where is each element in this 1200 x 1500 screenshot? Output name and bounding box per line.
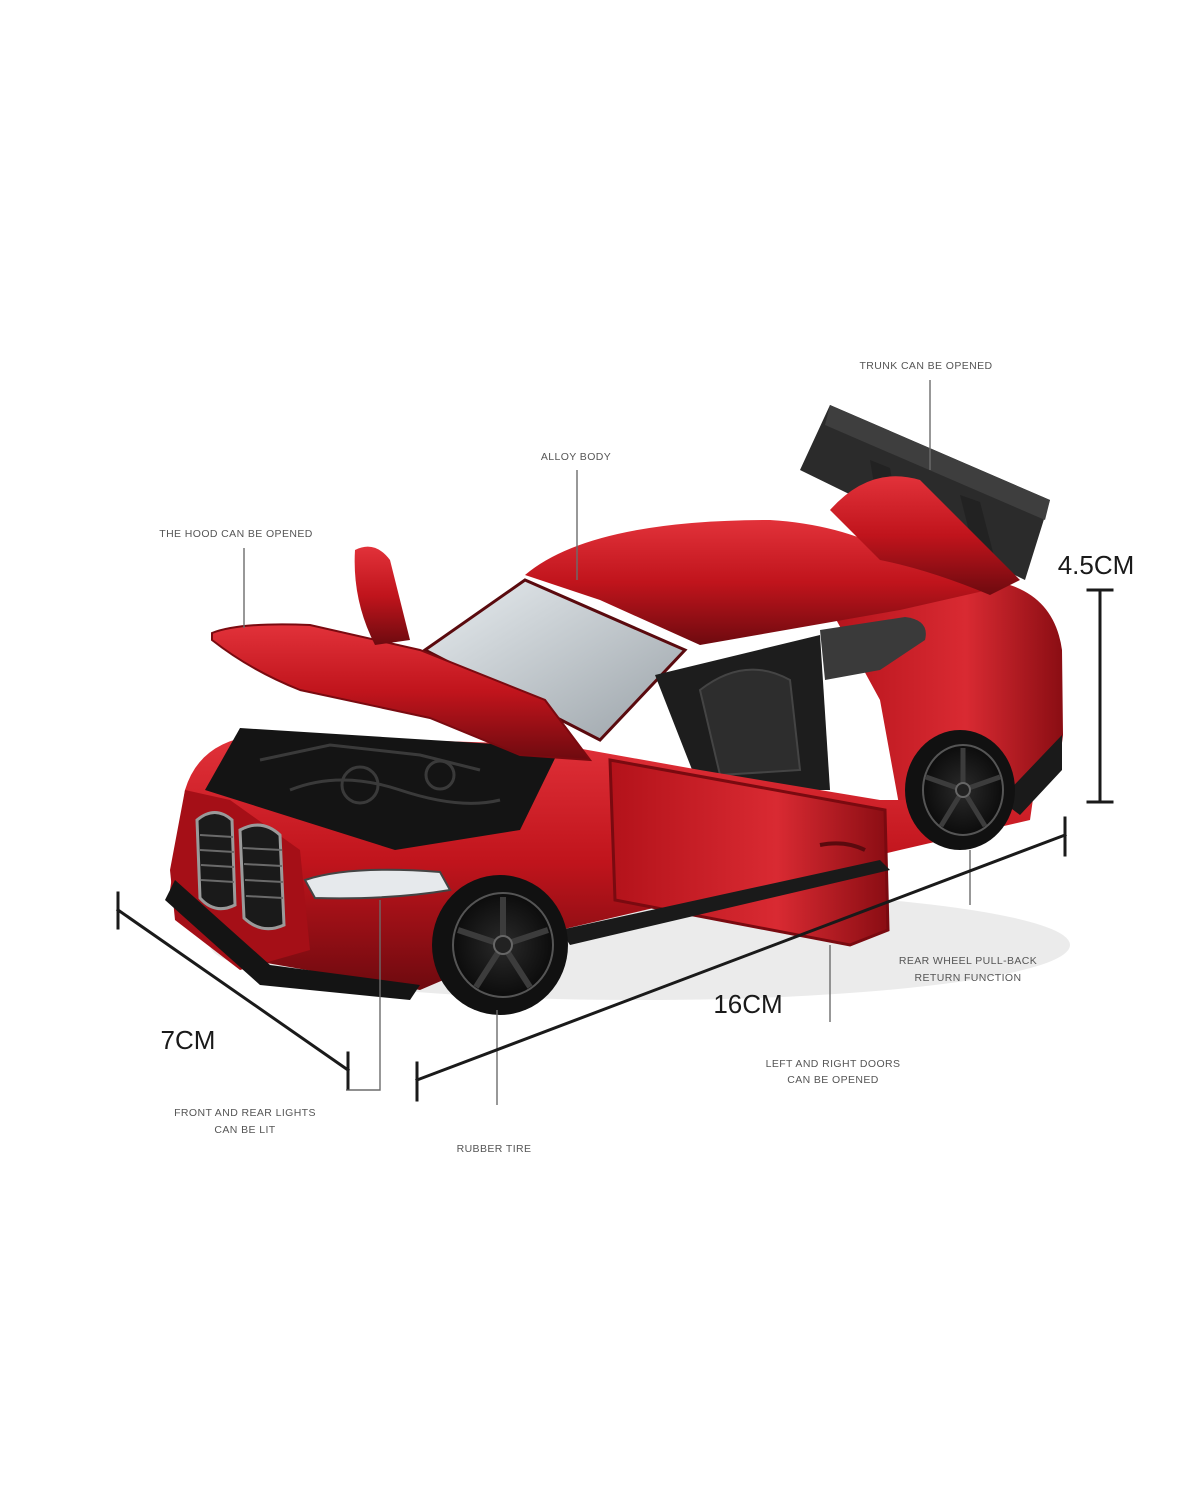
height-label: 4.5CM — [1058, 550, 1135, 580]
callout-alloy-body: ALLOY BODY — [541, 451, 611, 463]
callout-tire: RUBBER TIRE — [457, 1143, 532, 1155]
length-label: 16CM — [713, 989, 782, 1019]
callout-doors-line1: LEFT AND RIGHT DOORS — [766, 1058, 901, 1070]
callout-lights-line1: FRONT AND REAR LIGHTS — [174, 1107, 316, 1119]
width-label: 7CM — [161, 1025, 216, 1055]
callout-hood: THE HOOD CAN BE OPENED — [159, 528, 313, 540]
width-dimension-line — [115, 907, 351, 1073]
engine-bay — [205, 728, 560, 850]
door-handle — [819, 841, 866, 852]
rear-side-window — [820, 617, 926, 680]
headlight — [303, 868, 452, 900]
callout-lights-line2: CAN BE LIT — [214, 1124, 275, 1136]
callout-doors-line2: CAN BE OPENED — [787, 1074, 879, 1086]
front-wheel — [432, 875, 568, 1015]
open-left-door — [354, 546, 410, 645]
callout-trunk: TRUNK CAN BE OPENED — [859, 360, 992, 372]
front-splitter — [165, 880, 420, 1000]
callout-rear-wheel-line1: REAR WHEEL PULL-BACK — [899, 955, 1037, 967]
seat — [698, 668, 802, 777]
rear-wheel — [905, 730, 1015, 850]
side-skirt — [560, 860, 890, 945]
rear-diffuser — [1000, 735, 1062, 815]
length-dimension-line — [415, 833, 1067, 1082]
dimension-lines — [115, 588, 1114, 1102]
dimension-labels: 4.5CM 16CM 7CM — [161, 550, 1135, 1055]
callout-rear-wheel-line2: RETURN FUNCTION — [915, 972, 1022, 984]
callout-labels: TRUNK CAN BE OPENED ALLOY BODY THE HOOD … — [159, 360, 1037, 1155]
leader-lights — [346, 900, 381, 1091]
open-trunk-lid — [830, 476, 1020, 595]
open-door — [608, 758, 890, 947]
kidney-grille — [195, 811, 286, 931]
car-illustration — [165, 405, 1070, 1015]
leader-lines — [243, 380, 971, 1105]
engine-details — [259, 743, 501, 805]
